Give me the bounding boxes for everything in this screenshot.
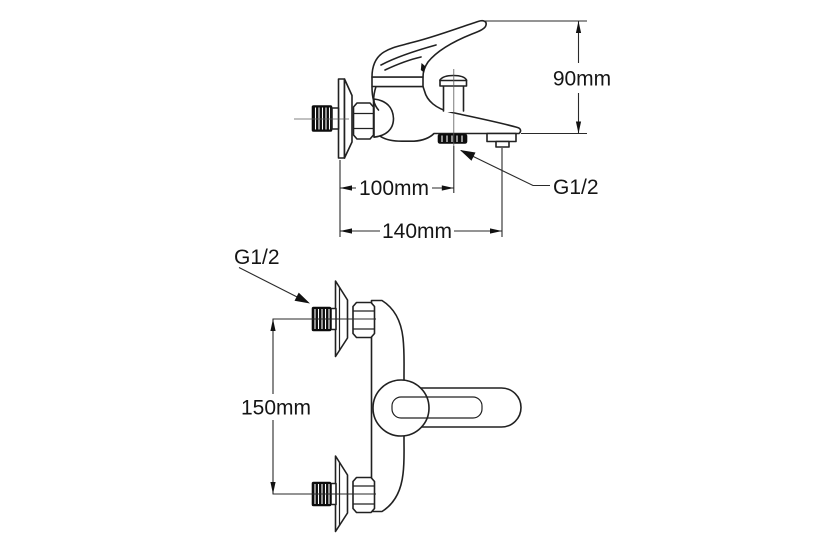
cartridge-dome-front xyxy=(372,379,430,437)
lever-base-notch xyxy=(420,63,425,73)
label-mask-90 xyxy=(552,63,613,93)
wall-escutcheon-cone xyxy=(343,78,353,159)
outlet-upper-block xyxy=(486,132,517,143)
spout-outlet xyxy=(486,132,517,148)
dim-140mm-label: 140mm xyxy=(382,220,452,243)
arrowhead-150-bottom xyxy=(270,482,276,494)
hex-nut-side xyxy=(352,102,375,140)
front-view xyxy=(311,280,522,533)
thread-collar xyxy=(331,107,340,130)
arrowhead-140-left xyxy=(340,228,352,234)
lever-styling-line-lower xyxy=(384,56,422,71)
diverter-knob xyxy=(439,74,468,112)
lever-styling-line-upper xyxy=(380,44,437,66)
handle-inner-detail xyxy=(391,396,483,419)
thread-label-side: G1/2 xyxy=(553,176,599,199)
side-view xyxy=(294,19,522,159)
side-view-dimensions: 90mm 100mm 140mm G1/2 xyxy=(339,20,613,243)
arrowhead-150-top xyxy=(270,319,276,331)
thread-callout-front: G1/2 xyxy=(234,246,310,304)
aerator-ring xyxy=(437,133,468,144)
dimension-90mm: 90mm xyxy=(552,21,613,134)
arrowhead-140-right xyxy=(490,228,502,234)
leader-line-side xyxy=(460,150,550,187)
thread-callout-side: G1/2 xyxy=(460,150,599,199)
wall-escutcheon-plate xyxy=(337,78,346,159)
thread-label-front: G1/2 xyxy=(234,246,280,269)
hex-nut-top xyxy=(352,301,376,339)
body-shoulder-line xyxy=(371,86,380,111)
front-view-dimensions: 150mm G1/2 xyxy=(234,246,376,495)
aerator-hatch-lines xyxy=(441,135,463,142)
label-mask-100 xyxy=(356,175,432,200)
outlet-lower-step xyxy=(495,140,510,148)
leader-arrowhead-front xyxy=(294,292,310,304)
label-mask-150 xyxy=(243,394,309,420)
dimension-150mm: 150mm xyxy=(241,319,311,494)
dimension-100mm: 100mm xyxy=(340,175,454,200)
dim-90mm-label: 90mm xyxy=(553,68,611,91)
thread-hatch-lines xyxy=(314,107,331,130)
wall-union-joint xyxy=(373,98,395,138)
cartridge-cap-band xyxy=(371,76,424,88)
leader-arrowhead-side xyxy=(460,150,476,161)
hex-nut-bottom xyxy=(352,476,376,514)
threaded-tail-side xyxy=(311,105,340,132)
dim-100mm-label: 100mm xyxy=(359,177,429,200)
dimension-140mm: 140mm xyxy=(340,218,502,243)
arrowhead-100-right xyxy=(441,185,454,191)
arrowhead-90-bottom xyxy=(575,121,582,134)
arrowhead-90-top xyxy=(575,21,582,33)
label-mask-140 xyxy=(380,218,454,243)
arrowhead-100-left xyxy=(340,185,352,191)
leader-line-front xyxy=(238,267,308,303)
hex-nut-outline xyxy=(352,102,375,140)
dim-150mm-label: 150mm xyxy=(241,397,311,420)
